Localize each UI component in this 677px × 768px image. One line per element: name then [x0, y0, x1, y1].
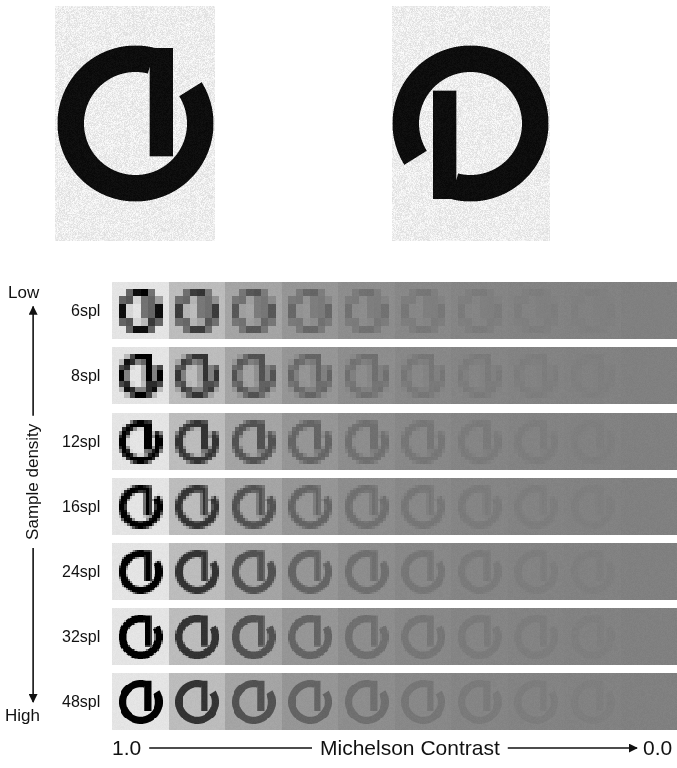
- density-label: 6spl: [71, 302, 100, 320]
- axis-title: Michelson Contrast: [320, 736, 500, 760]
- axis-title: Sample density: [23, 424, 43, 540]
- density-label: 12spl: [62, 433, 100, 451]
- density-label: 24spl: [62, 563, 100, 581]
- density-label: 48spl: [62, 693, 100, 711]
- axis-line: [32, 548, 34, 702]
- contrast-end-label: 1.0: [112, 736, 141, 760]
- density-label: 8spl: [71, 367, 100, 385]
- axis-line: [32, 307, 34, 416]
- axis-line: [508, 747, 637, 749]
- axis-line: [149, 747, 312, 749]
- axis-end-label: High: [5, 706, 40, 726]
- contrast-end-label: 0.0: [643, 736, 672, 760]
- density-label: 16spl: [62, 498, 100, 516]
- axis-end-label: Low: [8, 283, 39, 303]
- density-label: 32spl: [62, 628, 100, 646]
